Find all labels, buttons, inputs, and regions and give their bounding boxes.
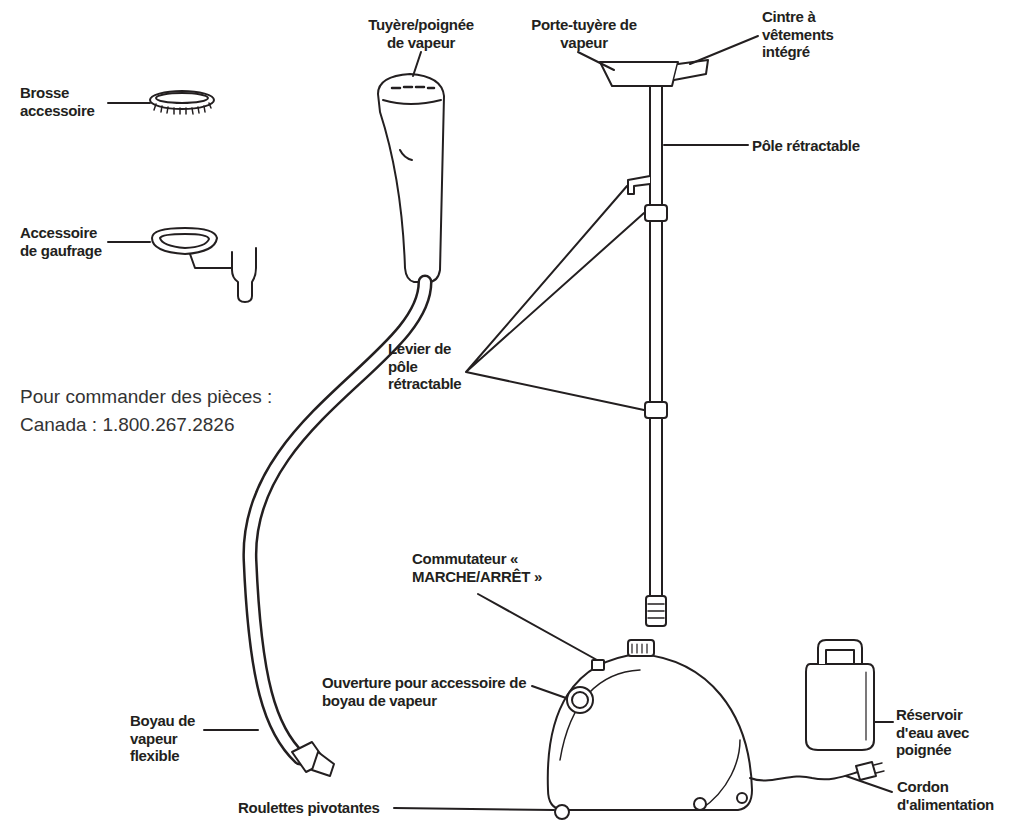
caster-wheel bbox=[694, 798, 706, 810]
brush-inner bbox=[156, 93, 208, 103]
leader-line bbox=[204, 729, 258, 731]
crease-accessory bbox=[152, 228, 256, 302]
part-label: Cintre à vêtements intégré bbox=[762, 8, 854, 61]
tank-handle bbox=[818, 640, 862, 664]
base-body bbox=[548, 654, 752, 810]
caster-wheel bbox=[555, 805, 569, 819]
hose-opening bbox=[567, 687, 593, 713]
tank-edge bbox=[865, 672, 866, 740]
steam-nozzle bbox=[378, 74, 444, 282]
leader-line bbox=[466, 186, 644, 410]
leader-line bbox=[846, 776, 892, 792]
pole-connector bbox=[646, 596, 666, 626]
pole-connector-ridges bbox=[648, 604, 664, 618]
leader-line bbox=[394, 808, 554, 810]
tank-body bbox=[806, 664, 874, 750]
part-label: Boyau de vapeur flexible bbox=[130, 712, 206, 765]
brush-accessory bbox=[150, 91, 214, 114]
power-plug bbox=[856, 762, 876, 780]
crease-ring bbox=[152, 228, 217, 254]
order-note: Pour commander des pièces : bbox=[20, 386, 380, 408]
nozzle-holder bbox=[600, 62, 678, 86]
water-tank bbox=[806, 640, 874, 750]
leader-line bbox=[108, 241, 150, 243]
base-contour bbox=[560, 670, 640, 760]
leader-line bbox=[690, 36, 758, 64]
brush-bristles bbox=[154, 103, 211, 114]
crease-arm bbox=[190, 254, 232, 268]
part-label: Commutateur « MARCHE/ARRÊT » bbox=[412, 550, 577, 585]
power-switch bbox=[592, 660, 604, 670]
pole-lever bbox=[645, 205, 667, 221]
pole-lever-hook bbox=[628, 176, 650, 194]
part-label: Ouverture pour accessoire de boyau de va… bbox=[322, 674, 530, 709]
nozzle-body bbox=[378, 74, 444, 282]
leader-line bbox=[108, 102, 150, 104]
power-cord bbox=[750, 772, 858, 781]
hose-tip bbox=[312, 752, 334, 776]
crease-inner bbox=[160, 234, 209, 248]
leader-line bbox=[478, 594, 597, 660]
part-label: Pôle rétractable bbox=[752, 137, 932, 155]
part-label: Accessoire de gaufrage bbox=[20, 224, 115, 259]
part-label: Tuyère/poignée de vapeur bbox=[360, 16, 482, 51]
nozzle-face bbox=[383, 100, 441, 104]
part-label: Porte-tuyère de vapeur bbox=[528, 16, 640, 51]
steamer-base bbox=[548, 640, 884, 819]
base-cap bbox=[628, 640, 654, 656]
leader-line bbox=[664, 144, 748, 146]
base-cap-ridges bbox=[632, 644, 647, 653]
crease-stem bbox=[232, 248, 256, 302]
caster-wheel bbox=[737, 793, 747, 803]
leader-line bbox=[413, 52, 421, 76]
leader-line bbox=[578, 52, 614, 70]
part-label: Roulettes pivotantes bbox=[238, 799, 438, 817]
pole-lever bbox=[645, 402, 667, 418]
part-label: Cordon d'alimentation bbox=[897, 778, 1019, 813]
part-label: Levier de pôle rétractable bbox=[388, 340, 480, 393]
nozzle-vents bbox=[392, 87, 434, 88]
hose-connector bbox=[292, 742, 334, 776]
pole-tube bbox=[650, 86, 662, 598]
hose-opening-inner bbox=[572, 692, 588, 708]
part-label: Réservoir d'eau avec poignée bbox=[896, 706, 996, 759]
base-contour bbox=[700, 740, 740, 810]
nozzle-trigger bbox=[400, 150, 412, 160]
leader-line bbox=[532, 686, 566, 698]
leader-line bbox=[874, 721, 893, 723]
part-label: Brosse accessoire bbox=[20, 84, 115, 119]
order-note: Canada : 1.800.267.2826 bbox=[20, 414, 380, 436]
plug-prongs bbox=[874, 763, 884, 773]
